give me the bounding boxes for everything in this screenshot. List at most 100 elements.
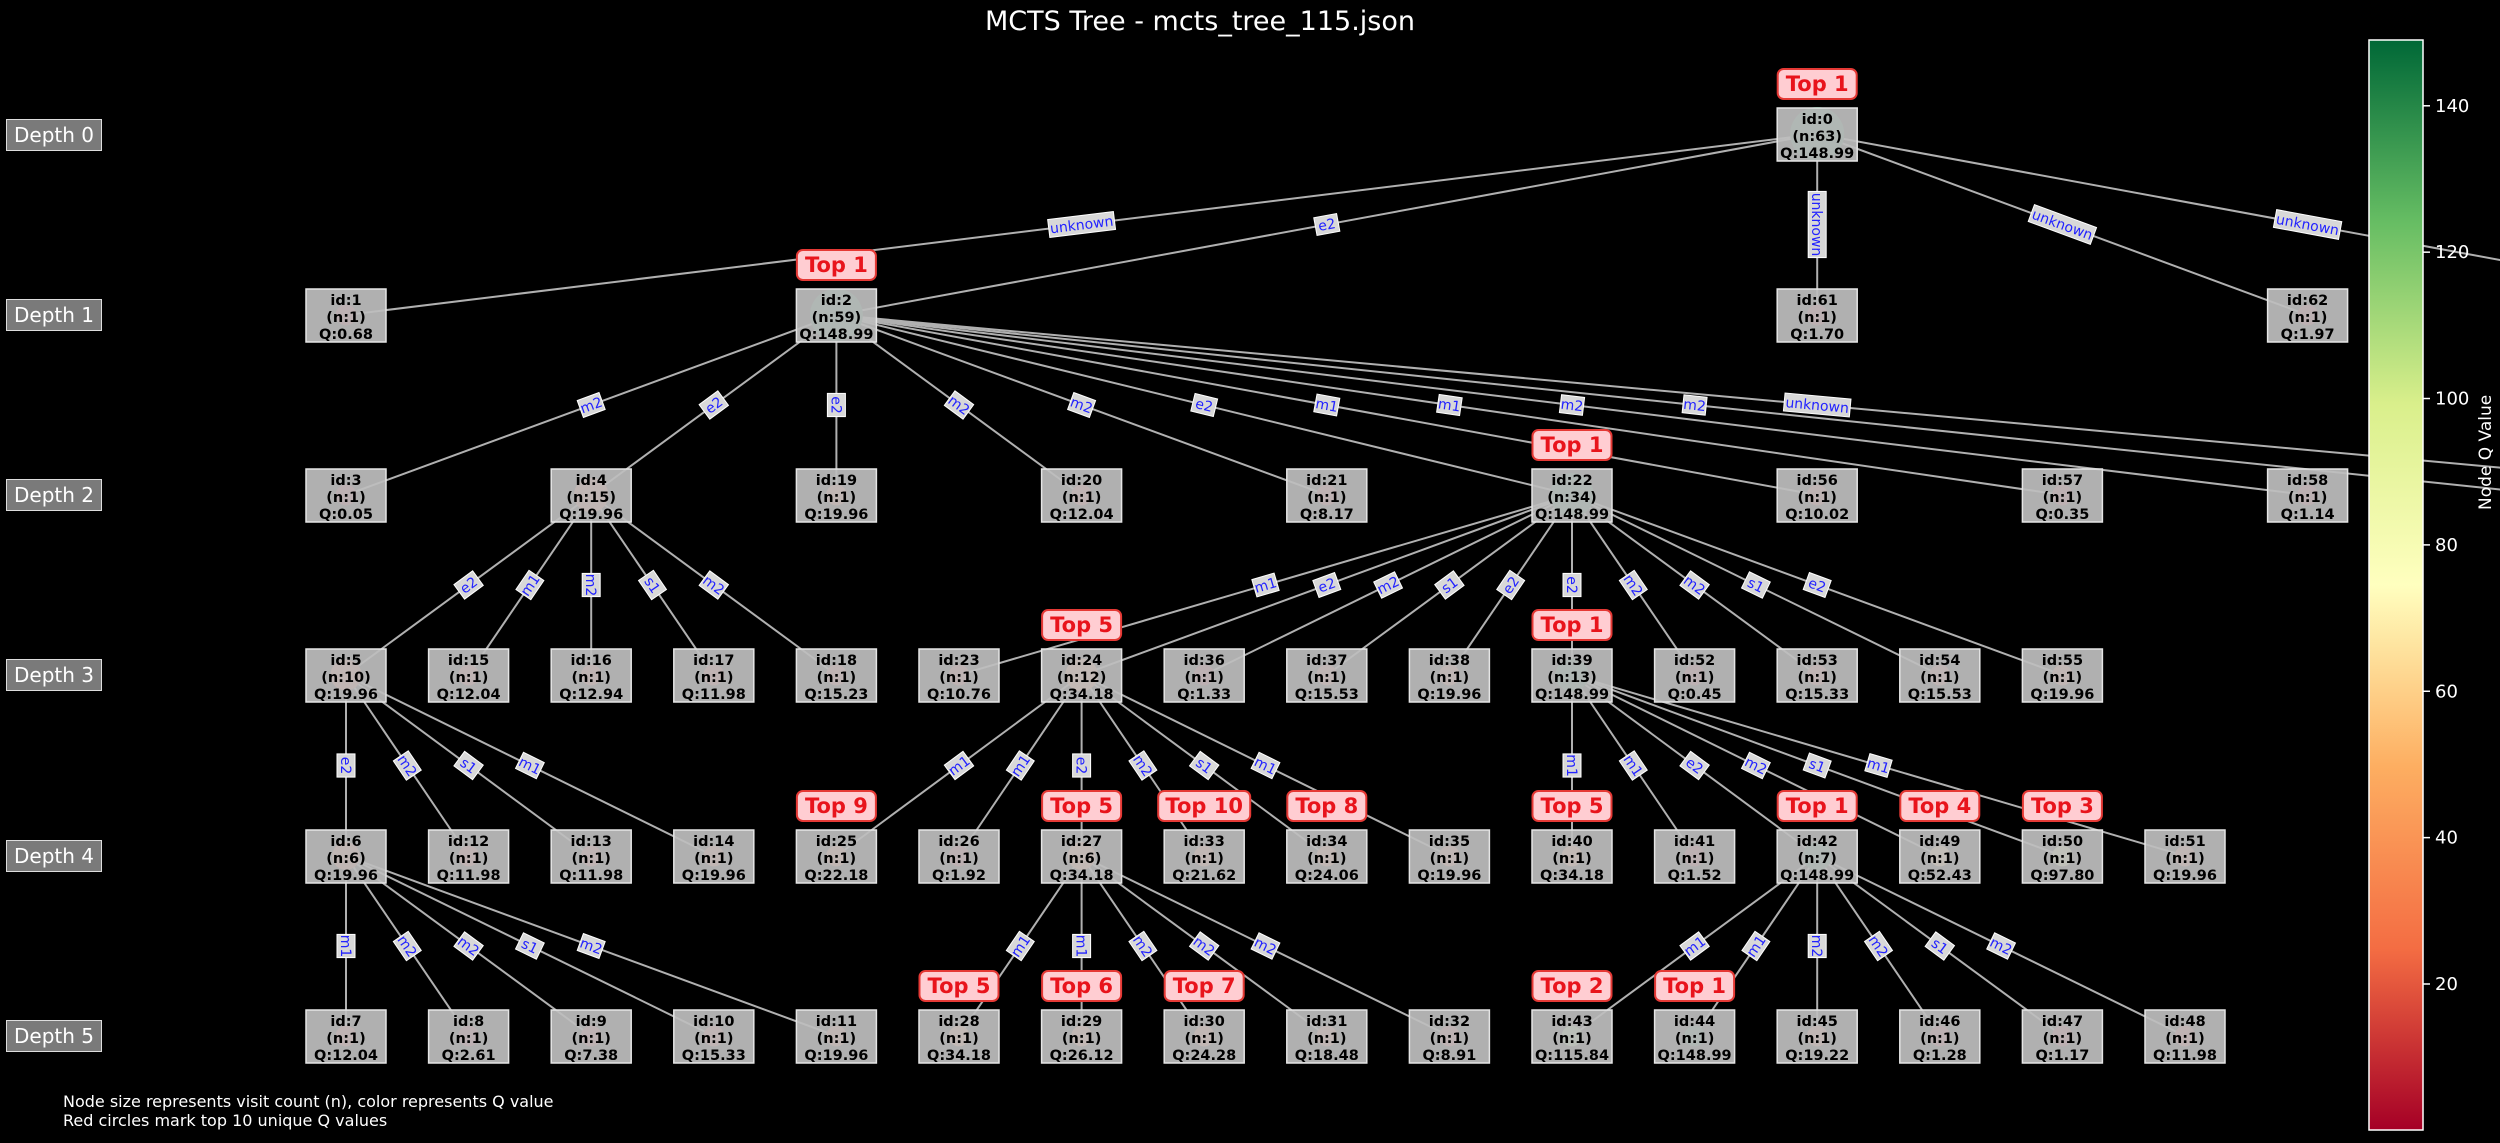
tree-node[interactable]: id:32(n:1)Q:8.91 (1408, 1009, 1491, 1064)
tree-node[interactable]: id:3(n:1)Q:0.05 (305, 468, 387, 523)
tree-node[interactable]: id:31(n:1)Q:18.48 (1286, 1009, 1368, 1064)
tree-node[interactable]: id:43(n:1)Q:115.84 (1531, 1009, 1613, 1064)
node-text: (n:1) (1920, 1031, 1959, 1047)
node-text: id:20 (1061, 473, 1102, 489)
edge-action-text: m1 (1008, 933, 1034, 961)
tree-node[interactable]: id:35(n:1)Q:19.96 (1408, 829, 1491, 884)
tree-node[interactable]: id:48(n:1)Q:11.98 (2144, 1009, 2226, 1064)
tree-node[interactable]: id:55(n:1)Q:19.96 (2021, 648, 2104, 703)
tree-node[interactable]: id:5(n:10)Q:19.96 (305, 648, 387, 703)
edge-action-text: m2 (1808, 935, 1824, 958)
tree-node[interactable]: id:25(n:1)Q:22.18 (795, 829, 878, 884)
tree-node[interactable]: id:10(n:1)Q:15.33 (673, 1009, 755, 1064)
tree-node[interactable]: id:34(n:1)Q:24.06 (1286, 829, 1368, 884)
tree-node[interactable]: id:18(n:1)Q:15.23 (795, 648, 878, 703)
tree-node[interactable]: id:28(n:1)Q:34.18 (918, 1009, 1000, 1064)
node-text: id:16 (571, 653, 612, 669)
node-text: Q:11.98 (437, 868, 501, 884)
top-rank-badge: Top 8 (1286, 790, 1368, 822)
tree-node[interactable]: id:15(n:1)Q:12.04 (427, 648, 510, 703)
edge-label: e2 (1190, 392, 1219, 418)
node-text: Q:115.84 (1535, 1048, 1609, 1064)
node-text: (n:1) (1552, 851, 1591, 867)
tree-node[interactable]: id:44(n:1)Q:148.99 (1653, 1009, 1736, 1064)
tree-node[interactable]: id:51(n:1)Q:19.96 (2144, 829, 2226, 884)
tree-node[interactable]: id:8(n:1)Q:2.61 (427, 1009, 510, 1064)
tree-node[interactable]: id:27(n:6)Q:34.18 (1040, 829, 1123, 884)
tree-node[interactable]: id:42(n:7)Q:148.99 (1776, 829, 1858, 884)
tree-node[interactable]: id:36(n:1)Q:1.33 (1163, 648, 1245, 703)
top-rank-badge: Top 5 (1531, 790, 1613, 822)
tree-node[interactable]: id:20(n:1)Q:12.04 (1040, 468, 1123, 523)
tree-node[interactable]: id:49(n:1)Q:52.43 (1899, 829, 1981, 884)
tree-node[interactable]: id:6(n:6)Q:19.96 (305, 829, 387, 884)
node-text: id:9 (576, 1014, 607, 1030)
tree-node[interactable]: id:33(n:1)Q:21.62 (1163, 829, 1245, 884)
node-text: (n:1) (571, 1031, 610, 1047)
tree-node[interactable]: id:37(n:1)Q:15.53 (1286, 648, 1368, 703)
tree-node[interactable]: id:11(n:1)Q:19.96 (795, 1009, 878, 1064)
tree-node[interactable]: id:7(n:1)Q:12.04 (305, 1009, 387, 1064)
node-text: (n:1) (817, 670, 856, 686)
node-box (673, 648, 755, 703)
tree-node[interactable]: id:62(n:1)Q:1.97 (2266, 288, 2349, 343)
node-text: (n:1) (1675, 1031, 1714, 1047)
tree-node[interactable]: id:56(n:1)Q:10.02 (1776, 468, 1858, 523)
tree-node[interactable]: id:40(n:1)Q:34.18 (1531, 829, 1613, 884)
edge-action-text: s1 (1745, 575, 1767, 596)
tree-node[interactable]: id:17(n:1)Q:11.98 (673, 648, 755, 703)
tree-node[interactable]: id:53(n:1)Q:15.33 (1776, 648, 1858, 703)
tree-node[interactable]: id:0(n:63)Q:148.99 (1776, 106, 1858, 162)
edge-action-text: unknown (1785, 395, 1850, 417)
depth-label-4: Depth 4 (6, 840, 102, 872)
node-text: Q:15.33 (1785, 687, 1849, 703)
tree-node[interactable]: id:57(n:1)Q:0.35 (2021, 468, 2104, 523)
tree-node[interactable]: id:50(n:1)Q:97.80 (2021, 829, 2104, 884)
tree-node[interactable]: id:12(n:1)Q:11.98 (427, 829, 510, 884)
node-text: (n:1) (1797, 490, 1836, 506)
tree-node[interactable]: id:61(n:1)Q:1.70 (1776, 288, 1858, 343)
tree-node[interactable]: id:9(n:1)Q:7.38 (550, 1009, 632, 1064)
tree-node[interactable]: id:54(n:1)Q:15.53 (1899, 648, 1981, 703)
tree-node[interactable]: id:21(n:1)Q:8.17 (1286, 468, 1368, 523)
tree-node[interactable]: id:39(n:13)Q:148.99 (1531, 648, 1613, 703)
edge-label: m1 (1313, 393, 1341, 417)
tree-node[interactable]: id:41(n:1)Q:1.52 (1653, 829, 1736, 884)
tree-node[interactable]: id:22(n:34)Q:148.99 (1531, 468, 1613, 523)
tree-node[interactable]: id:14(n:1)Q:19.96 (673, 829, 755, 884)
edge-label: m1 (1864, 752, 1893, 779)
tree-node[interactable]: id:26(n:1)Q:1.92 (918, 829, 1000, 884)
tree-node[interactable]: id:2(n:59)Q:148.99 (795, 288, 878, 343)
node-box (427, 648, 510, 703)
edge-action-text: m1 (1620, 752, 1646, 780)
tree-node[interactable]: id:24(n:12)Q:34.18 (1040, 648, 1123, 703)
node-box (1286, 468, 1368, 523)
tree-node[interactable]: id:58(n:1)Q:1.14 (2266, 468, 2349, 523)
edge-action-text: unknown (1808, 193, 1824, 257)
node-text: id:24 (1061, 653, 1102, 669)
tree-node[interactable]: id:4(n:15)Q:19.96 (550, 468, 632, 523)
node-text: Q:52.43 (1908, 868, 1972, 884)
tree-node[interactable]: id:46(n:1)Q:1.28 (1899, 1009, 1981, 1064)
node-text: id:48 (2164, 1014, 2205, 1030)
node-text: id:56 (1797, 473, 1838, 489)
tree-node[interactable]: id:16(n:1)Q:12.94 (550, 648, 632, 703)
tree-node[interactable]: id:1(n:1)Q:0.68 (305, 288, 387, 343)
node-text: Q:0.45 (1668, 687, 1722, 703)
edge-label: e2 (1313, 212, 1341, 237)
tree-node[interactable]: id:29(n:1)Q:26.12 (1040, 1009, 1123, 1064)
tree-node[interactable]: id:38(n:1)Q:19.96 (1408, 648, 1491, 703)
tree-node[interactable]: id:19(n:1)Q:19.96 (795, 468, 878, 523)
node-box (305, 829, 387, 884)
tree-node[interactable]: id:23(n:1)Q:10.76 (918, 648, 1000, 703)
tree-node[interactable]: id:13(n:1)Q:11.98 (550, 829, 632, 884)
tree-node[interactable]: id:47(n:1)Q:1.17 (2021, 1009, 2104, 1064)
tree-node[interactable]: id:45(n:1)Q:19.22 (1776, 1009, 1858, 1064)
edge-action-text: e2 (337, 757, 353, 775)
tree-node[interactable]: id:30(n:1)Q:24.28 (1163, 1009, 1245, 1064)
tree-node[interactable]: id:52(n:1)Q:0.45 (1653, 648, 1736, 703)
edge-label: e2 (1312, 571, 1342, 599)
edge-label: m1 (1250, 751, 1281, 780)
top-rank-badge: Top 1 (1776, 68, 1858, 100)
